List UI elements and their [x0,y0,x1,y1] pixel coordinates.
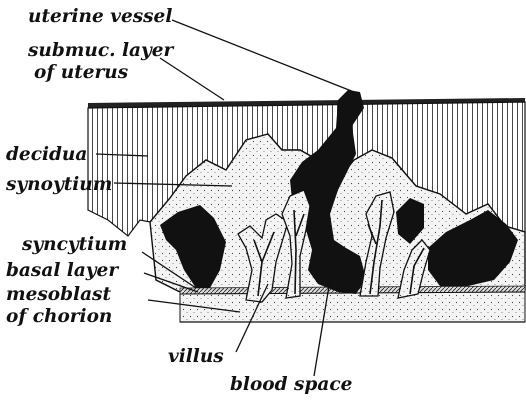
label-synoytium: synoytium [5,174,112,195]
label-syncytium: syncytium [21,234,127,255]
leader-uterine-vessel [172,20,354,92]
leader-submuc [160,58,224,100]
label-submuc-line1: submuc. layer [27,40,175,61]
label-submuc-line2: of uterus [34,62,129,83]
label-basal-layer: basal layer [6,260,119,281]
chorion-mesoblast [180,292,525,322]
label-mesoblast-line1: mesoblast [6,284,111,305]
label-mesoblast-line2: of chorion [6,306,112,327]
label-uterine-vessel: uterine vessel [28,6,172,27]
label-decidua: decidua [6,144,87,165]
label-villus: villus [168,346,224,367]
label-blood-space: blood space [230,374,352,395]
